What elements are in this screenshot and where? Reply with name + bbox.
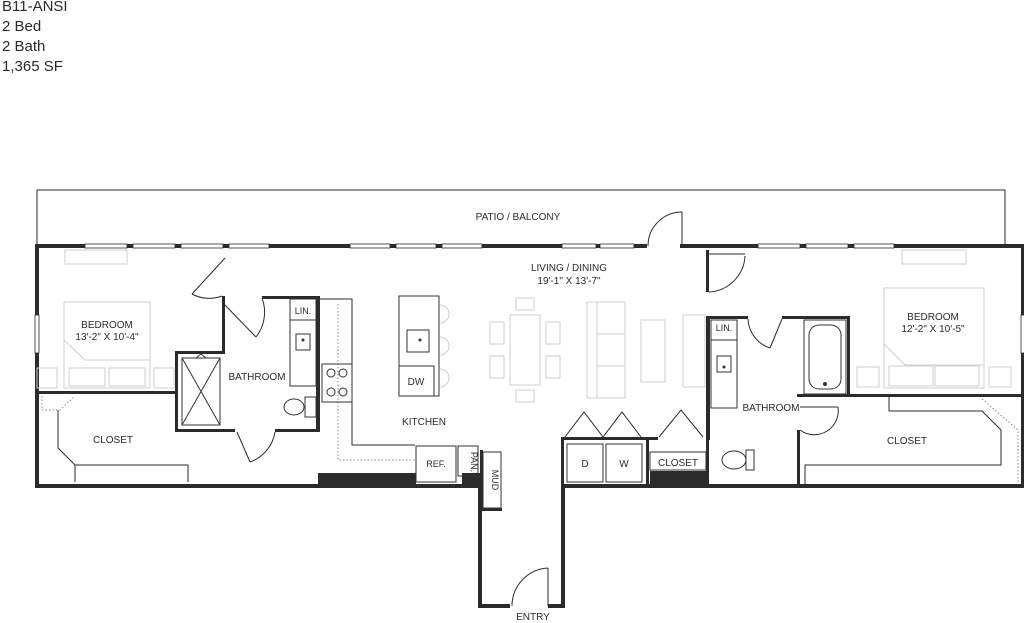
- label-refrigerator: REF.: [426, 459, 446, 469]
- bath-left-fixtures: [181, 298, 317, 426]
- bed-right: [856, 249, 1012, 389]
- right-wing-walls: [706, 250, 1021, 488]
- label-closet-left: CLOSET: [93, 435, 133, 446]
- label-dryer: D: [581, 459, 588, 470]
- unit-name: B11-ANSI: [2, 0, 68, 15]
- bed-left: [36, 249, 175, 389]
- left-wing-walls: [37, 257, 320, 463]
- unit-baths: 2 Bath: [2, 38, 46, 55]
- entry-door: [511, 567, 549, 607]
- label-bedroom-left-dims: 13'-2" X 10'-4": [75, 332, 139, 343]
- label-closet-right: CLOSET: [887, 436, 927, 447]
- exterior-walls: [35, 244, 1024, 608]
- label-bedroom-right: BEDROOM: [907, 312, 959, 323]
- laundry-area: [480, 409, 709, 511]
- label-bedroom-left: BEDROOM: [81, 320, 133, 331]
- left-closet: [41, 395, 189, 482]
- label-patio: PATIO / BALCONY: [476, 212, 561, 223]
- label-dishwasher: DW: [408, 377, 425, 388]
- windows: [34, 243, 1024, 354]
- label-bathroom-right: BATHROOM: [742, 403, 799, 414]
- kitchen-fixtures: [320, 295, 479, 483]
- unit-area: 1,365 SF: [2, 58, 63, 75]
- unit-info: B11-ANSI 2 Bed 2 Bath 1,365 SF: [2, 0, 68, 77]
- label-bedroom-right-dims: 12'-2" X 10'-5": [901, 324, 965, 335]
- right-closet: [804, 397, 1019, 484]
- label-closet-hall: CLOSET: [658, 458, 698, 469]
- label-living: LIVING / DINING: [531, 263, 607, 274]
- patio-balcony: [36, 189, 1006, 246]
- label-living-dims: 19'-1" X 13'-7": [537, 276, 601, 287]
- label-linen-left: LIN.: [295, 306, 312, 316]
- label-entry: ENTRY: [516, 612, 550, 623]
- unit-beds: 2 Bed: [2, 18, 42, 35]
- patio-door: [647, 211, 683, 247]
- label-mud: MUD: [490, 470, 500, 491]
- label-pantry: PAN.: [469, 452, 479, 472]
- label-bathroom-left: BATHROOM: [228, 372, 285, 383]
- bath-right-fixtures: [710, 319, 847, 471]
- label-washer: W: [619, 459, 629, 470]
- label-kitchen: KITCHEN: [402, 417, 446, 428]
- living-furniture: [489, 297, 706, 403]
- label-linen-right: LIN.: [716, 323, 733, 333]
